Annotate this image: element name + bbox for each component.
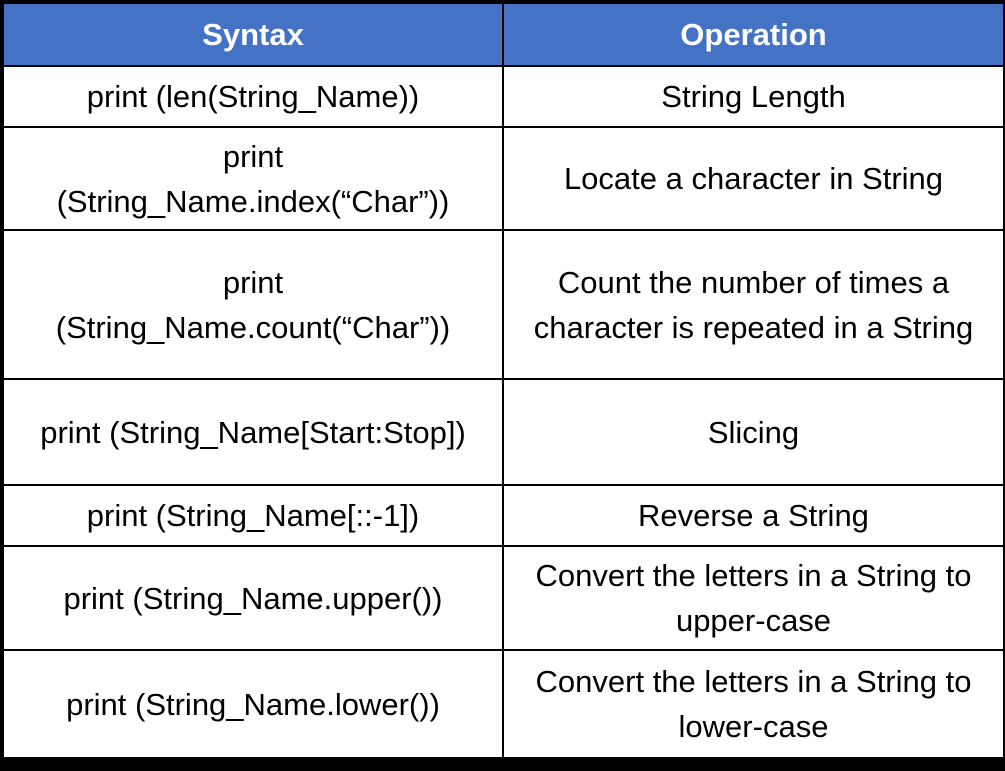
operation-cell: Convert the letters in a String to lower… (502, 649, 1005, 759)
syntax-cell: print (String_Name.lower()) (2, 649, 504, 759)
table-row: print (String_Name[::-1]) Reverse a Stri… (2, 484, 1005, 547)
table-row: print (String_Name[Start:Stop]) Slicing (2, 378, 1005, 486)
syntax-cell: print (String_Name.upper()) (2, 545, 504, 651)
syntax-cell: print (String_Name.count(“Char”)) (2, 229, 504, 380)
syntax-column-header: Syntax (2, 2, 504, 67)
operation-cell: Reverse a String (502, 484, 1005, 547)
table-row: print (String_Name.index(“Char”)) Locate… (2, 126, 1005, 231)
table-row: print (String_Name.count(“Char”)) Count … (2, 229, 1005, 380)
operation-cell: Count the number of times a character is… (502, 229, 1005, 380)
syntax-cell: print (String_Name.index(“Char”)) (2, 126, 504, 231)
table-header-row: Syntax Operation (2, 2, 1005, 67)
string-operations-table-container: Syntax Operation print (len(String_Name)… (2, 2, 1005, 759)
syntax-cell: print (String_Name[Start:Stop]) (2, 378, 504, 486)
syntax-cell: print (len(String_Name)) (2, 65, 504, 128)
string-operations-table: Syntax Operation print (len(String_Name)… (2, 2, 1005, 759)
table-row: print (String_Name.lower()) Convert the … (2, 649, 1005, 759)
table-row: print (len(String_Name)) String Length (2, 65, 1005, 128)
operation-cell: Locate a character in String (502, 126, 1005, 231)
syntax-cell: print (String_Name[::-1]) (2, 484, 504, 547)
operation-column-header: Operation (502, 2, 1005, 67)
operation-cell: String Length (502, 65, 1005, 128)
operation-cell: Slicing (502, 378, 1005, 486)
operation-cell: Convert the letters in a String to upper… (502, 545, 1005, 651)
table-row: print (String_Name.upper()) Convert the … (2, 545, 1005, 651)
